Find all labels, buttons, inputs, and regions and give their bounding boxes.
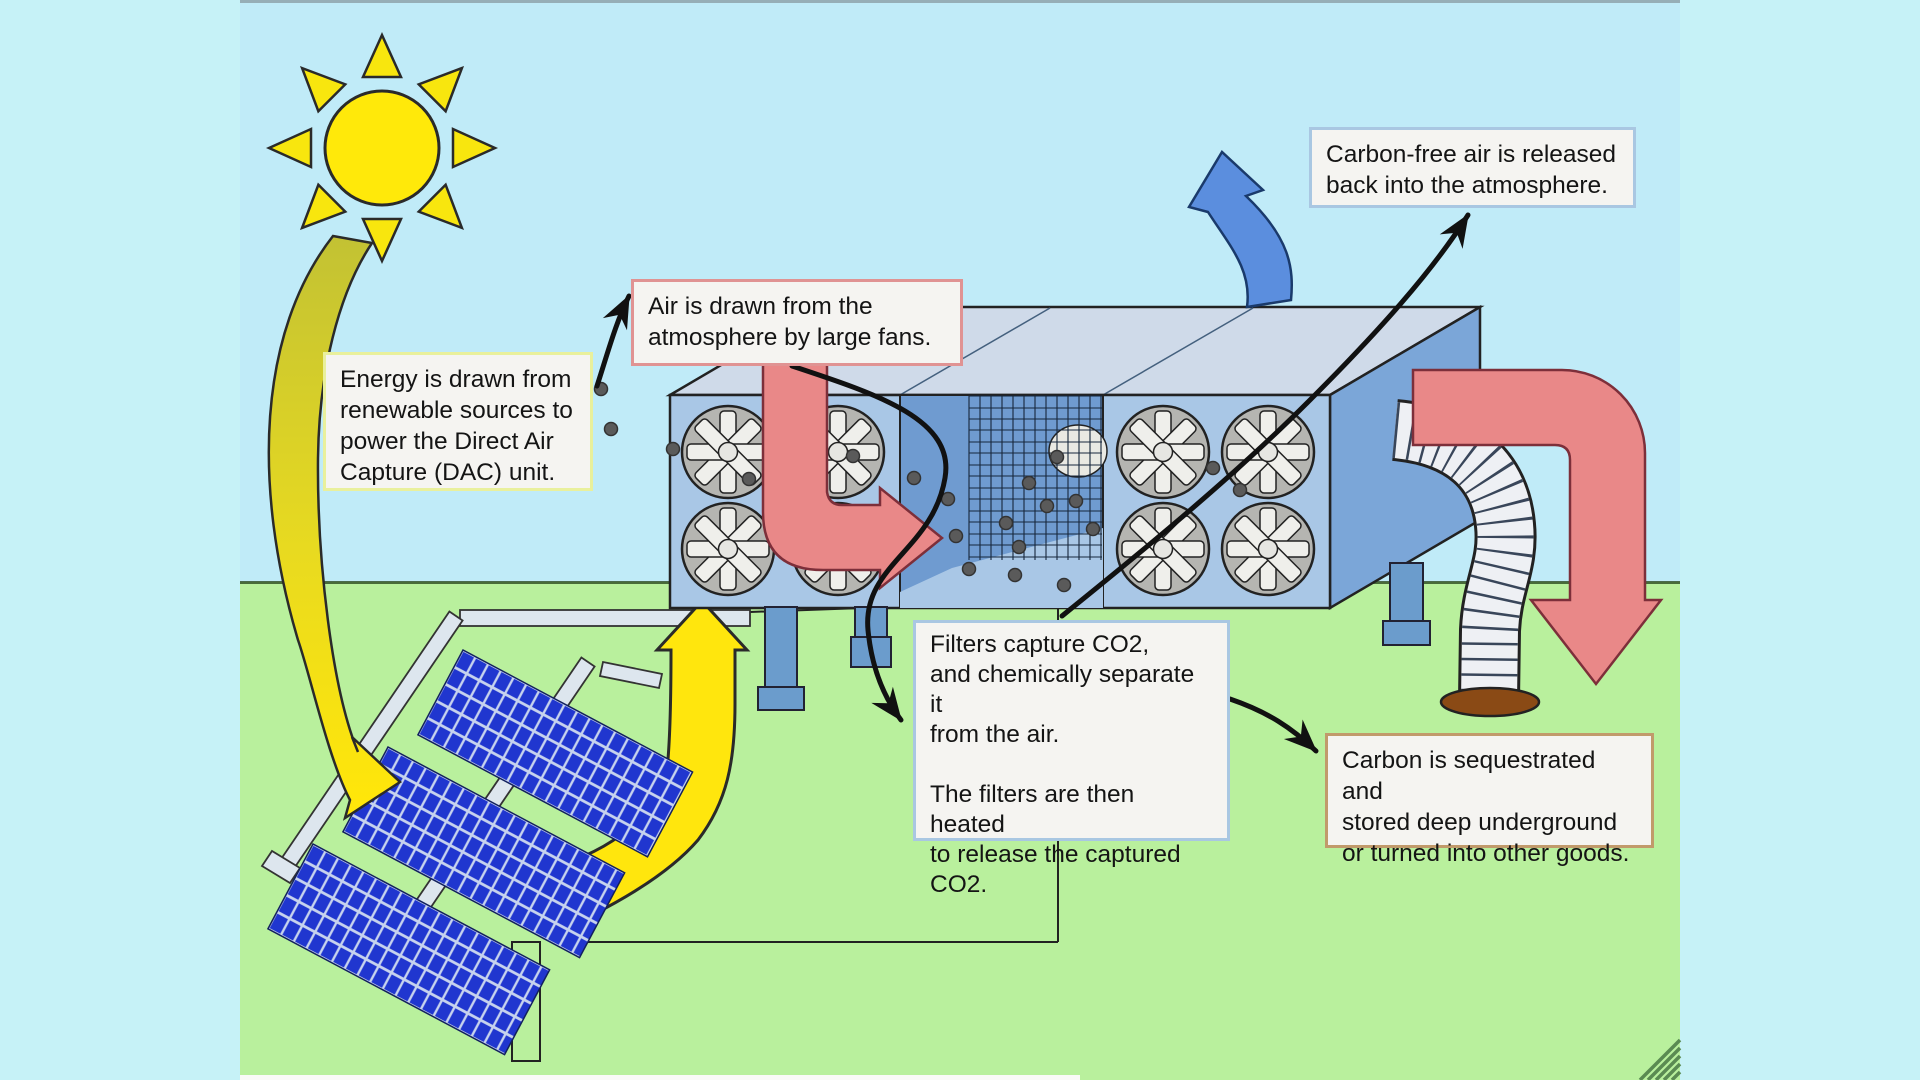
dac-leg	[764, 606, 798, 690]
filter-mesh	[968, 395, 1102, 560]
fan-icon	[1115, 404, 1211, 500]
flow-arrow-filters-to-storage	[1227, 696, 1319, 754]
filters-callout: Filters capture CO2, and chemically sepa…	[913, 620, 1230, 898]
fan-icon	[1115, 501, 1211, 597]
corner-hatch	[1638, 1038, 1682, 1080]
sun-to-panels-arrow	[267, 234, 403, 821]
flow-arrow-air-to-filters	[789, 363, 949, 723]
co2-underground-arrow	[1411, 368, 1664, 687]
sun-icon	[265, 31, 499, 265]
dac-legs	[757, 562, 1431, 711]
dac-leg-foot	[757, 686, 805, 711]
air-intake-arrow	[761, 356, 944, 591]
frame-bottom-edge	[240, 1075, 1080, 1080]
solar-panel	[266, 842, 551, 1056]
frame-top-edge	[240, 0, 1680, 3]
flow-arrow-filters-to-cleanair	[1059, 212, 1471, 619]
solar-panel-array	[266, 648, 694, 1056]
solar-panel	[416, 648, 694, 858]
dirt-mound	[1439, 686, 1541, 718]
flow-arrow-energy-to-air	[594, 293, 632, 389]
clean-air-callout: Carbon-free air is released back into th…	[1309, 127, 1636, 208]
clean-air-arrow	[1187, 150, 1294, 309]
air-intake-callout: Air is drawn from the atmosphere by larg…	[631, 279, 963, 366]
energy-callout: Energy is drawn from renewable sources t…	[323, 352, 593, 491]
fan-icon	[680, 404, 776, 500]
sequestration-callout: Carbon is sequestrated and stored deep u…	[1325, 733, 1654, 867]
dac-leg-foot	[1382, 620, 1431, 646]
fan-icon	[1220, 501, 1316, 597]
fan-icon	[680, 501, 776, 597]
dac-leg	[854, 606, 888, 640]
filter-drum	[1048, 424, 1108, 478]
dac-leg	[1389, 562, 1424, 624]
